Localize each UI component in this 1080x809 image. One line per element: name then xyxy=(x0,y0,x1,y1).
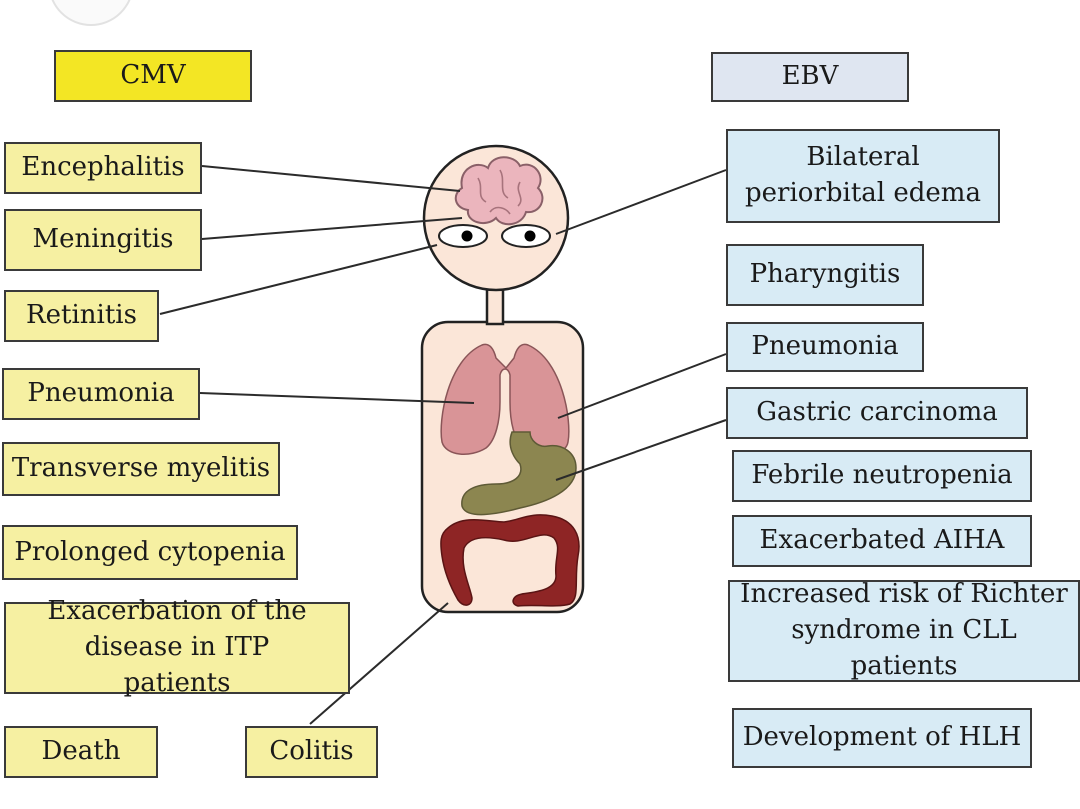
cmv-itp-exacerbation-box: Exacerbation of the disease in ITP patie… xyxy=(4,596,350,698)
cmv-pneumonia-box: Pneumonia xyxy=(2,368,200,420)
neck xyxy=(485,286,505,326)
ebv-richter-syndrome-box: Increased risk of Richter syndrome in CL… xyxy=(728,579,1080,682)
cmv-encephalitis-box: Encephalitis xyxy=(4,142,202,194)
cmv-header: CMV xyxy=(54,50,252,102)
ebv-header: EBV xyxy=(711,52,909,102)
right-pupil xyxy=(524,230,536,242)
brain-folds xyxy=(477,169,522,215)
lungs xyxy=(440,343,570,455)
brain xyxy=(454,156,544,226)
cmv-death-box: Death xyxy=(4,726,158,778)
cmv-colitis-box: Colitis xyxy=(245,726,378,778)
ebv-pneumonia-box: Pneumonia xyxy=(726,322,924,372)
ebv-connectors xyxy=(555,169,727,481)
stomach xyxy=(461,431,577,516)
ebv-exacerbated-aiha-box: Exacerbated AIHA xyxy=(732,515,1032,567)
ebv-pharyngitis-box: Pharyngitis xyxy=(726,244,924,306)
left-pupil xyxy=(461,230,473,242)
cmv-retinitis-box: Retinitis xyxy=(4,290,159,342)
ebv-gastric-carcinoma-box: Gastric carcinoma xyxy=(726,387,1028,439)
ebv-periorbital-edema-box: Bilateral periorbital edema xyxy=(726,129,1000,223)
ebv-febrile-neutropenia-box: Febrile neutropenia xyxy=(732,450,1032,502)
cmv-prolonged-cytopenia-box: Prolonged cytopenia xyxy=(2,525,298,580)
cmv-connectors xyxy=(159,165,475,725)
cmv-transverse-myelitis-box: Transverse myelitis xyxy=(2,442,280,496)
intestine xyxy=(440,514,580,607)
cmv-meningitis-box: Meningitis xyxy=(4,209,202,271)
ebv-hlh-box: Development of HLH xyxy=(732,708,1032,768)
